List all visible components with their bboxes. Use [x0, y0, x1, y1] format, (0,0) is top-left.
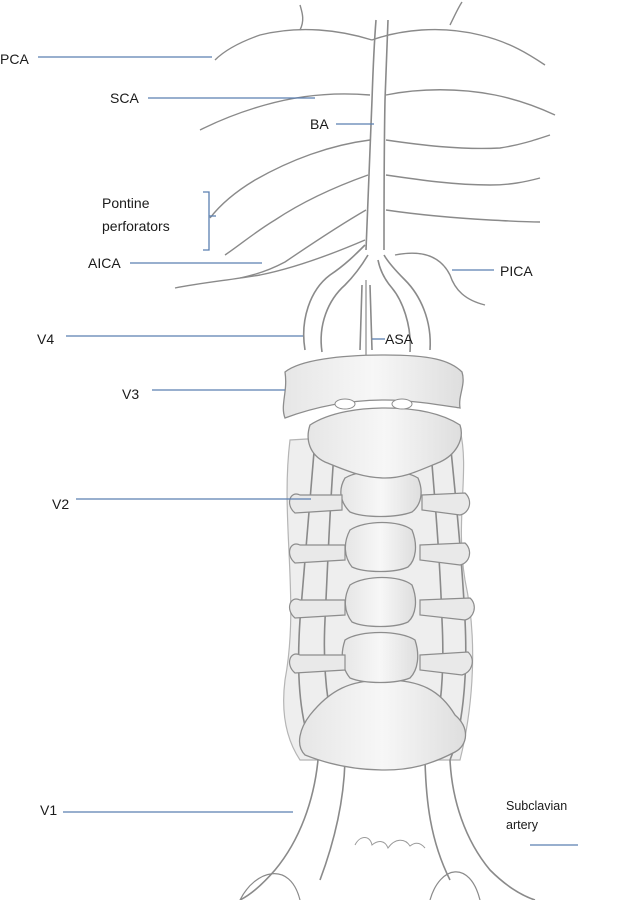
atlas-foramina [334, 398, 413, 410]
transverse-processes [288, 492, 475, 676]
label-ba: BA [310, 116, 329, 132]
label-v2: V2 [52, 496, 70, 512]
label-subclavian-line1: Subclavian [506, 799, 568, 813]
label-subclavian-artery: Subclavian artery [506, 797, 567, 835]
cervical-vertebrae [282, 354, 467, 771]
label-pontine-line2: perforators [102, 218, 170, 234]
label-pca: PCA [0, 51, 29, 67]
vertebra-c1-atlas [282, 354, 464, 419]
vertebra-c2 [307, 407, 462, 479]
label-sca: SCA [110, 90, 139, 106]
bracket-pontine [203, 191, 210, 251]
arterial-branches [174, 1, 556, 306]
label-v4: V4 [37, 331, 55, 347]
vertebra-c4 [344, 521, 417, 573]
label-subclavian-line2: artery [506, 818, 538, 832]
leader-lines [38, 56, 578, 846]
label-asa: ASA [385, 331, 414, 347]
label-pontine-line1: Pontine [102, 195, 150, 211]
vertebra-c6 [341, 631, 419, 684]
label-aica: AICA [88, 255, 121, 271]
vertebra-c5 [344, 576, 417, 628]
label-pontine-perforators: Pontine perforators [102, 192, 170, 238]
label-pica: PICA [500, 263, 533, 279]
label-v1: V1 [40, 802, 58, 818]
artist-signature [354, 837, 426, 850]
intracranial-arteries [302, 19, 431, 353]
label-v3: V3 [122, 386, 140, 402]
